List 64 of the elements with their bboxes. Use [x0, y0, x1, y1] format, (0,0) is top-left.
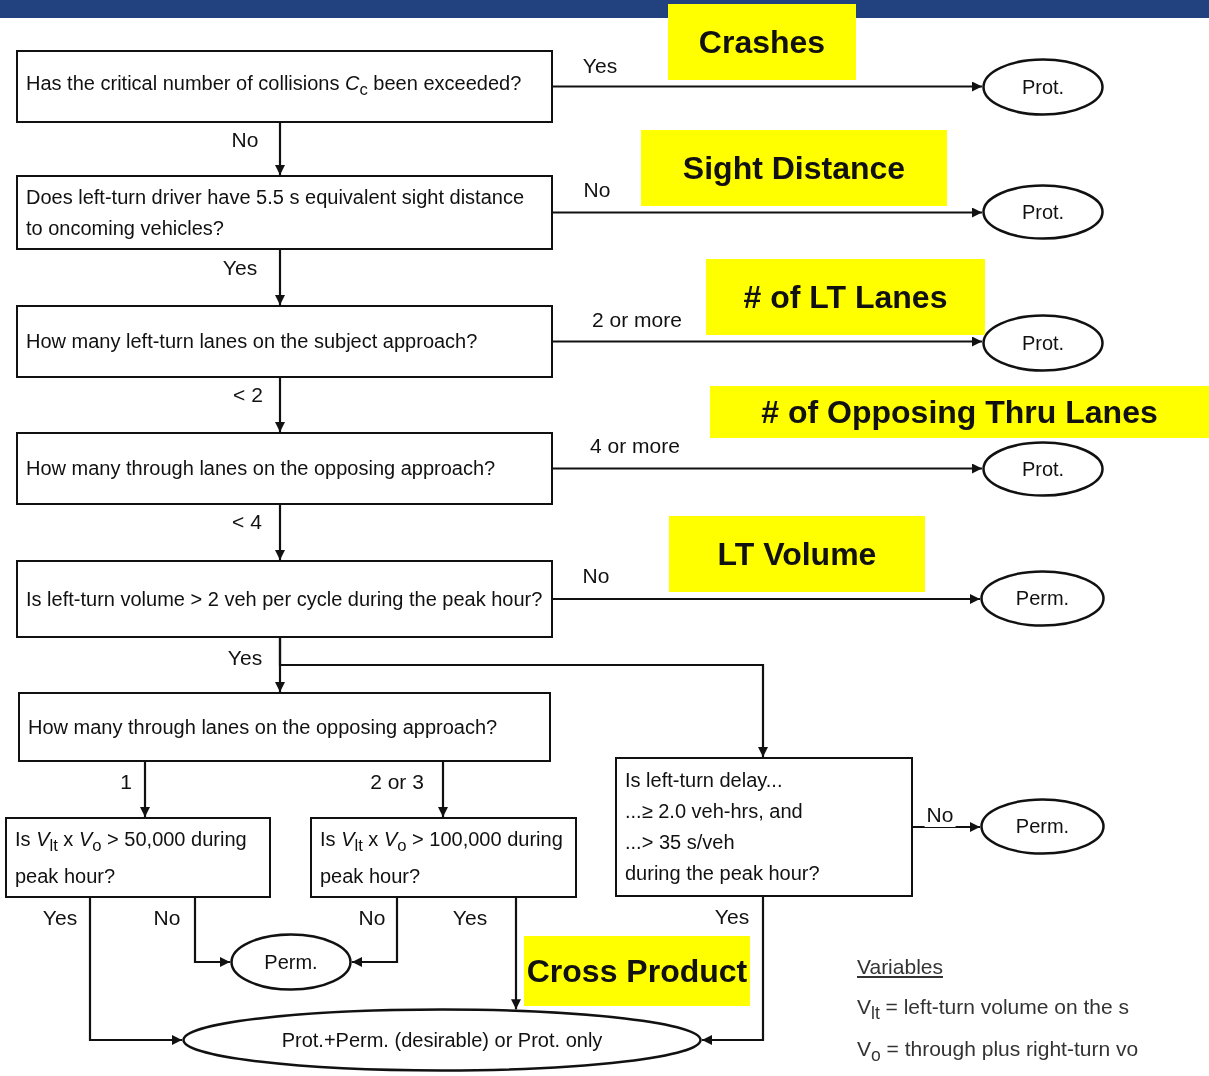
highlight-tag: # of Opposing Thru Lanes [710, 386, 1209, 438]
arrow [278, 638, 768, 757]
arrow [553, 81, 982, 92]
node-text: Prot. [1021, 330, 1065, 356]
node-text: Is left-turn delay... [625, 768, 784, 793]
arrow [553, 207, 982, 218]
node-text: How many through lanes on the opposing approach? [26, 456, 497, 481]
highlight-tag: Crashes [668, 4, 856, 80]
node-text: Has the critical number of collisions C$_{c}$ been exceeded? [26, 71, 523, 101]
arrow [275, 123, 285, 175]
node-text: Is left-turn volume > 2 veh per cycle during the peak hour? [26, 586, 543, 612]
node-text: Prot. [1021, 74, 1065, 100]
question-box [16, 305, 553, 378]
arrow [511, 898, 521, 1010]
question-box [16, 50, 553, 123]
outcome-ellipse [982, 184, 1104, 240]
node-text: How many left-turn lanes on the subject approach? [26, 329, 479, 354]
variable-definition: V$_{lt}$ = left-turn volume on the s [857, 995, 1129, 1025]
highlight-tag: Sight Distance [641, 130, 947, 206]
highlight-tag: # of LT Lanes [706, 259, 985, 335]
arrow [913, 822, 980, 832]
arrow [140, 762, 150, 817]
node-text: ...> 35 s/veh [625, 830, 736, 855]
node-text: during the peak hour? [625, 861, 821, 886]
legend-heading: Variables [857, 955, 943, 979]
question-box [310, 817, 577, 898]
node-text: How many through lanes on the opposing approach? [28, 714, 499, 740]
node-text: Perm. [1015, 814, 1070, 839]
highlight-tag: Cross Product [524, 936, 750, 1006]
question-box [16, 175, 553, 250]
node-text: Does left-turn driver have 5.5 s equivalent sight distance to oncoming vehicles? [26, 184, 526, 241]
arrow [275, 250, 285, 305]
arrow [193, 898, 230, 967]
node-text: Is V$_{lt}$ x V$_{o}$ > 100,000 during peak hour? [320, 826, 564, 889]
arrow [275, 378, 285, 432]
node-text: Prot.+Perm. (desirable) or Prot. only [281, 1027, 603, 1053]
arrow [88, 898, 182, 1045]
outcome-ellipse [982, 314, 1104, 372]
node-text: Perm. [1015, 586, 1070, 611]
outcome-ellipse [982, 441, 1104, 497]
question-box [16, 560, 553, 638]
outcome-ellipse [230, 933, 352, 991]
outcome-ellipse [980, 798, 1105, 855]
node-text: Prot. [1021, 199, 1065, 225]
question-box [18, 692, 551, 762]
outcome-ellipse [980, 570, 1105, 627]
outcome-ellipse [182, 1008, 702, 1072]
question-box [16, 432, 553, 505]
arrow [553, 336, 982, 347]
arrow [438, 762, 448, 817]
node-text: ...≥ 2.0 veh-hrs, and [625, 799, 804, 824]
arrow [702, 897, 765, 1045]
outcome-ellipse [982, 58, 1104, 116]
arrow [275, 505, 285, 560]
node-text: Prot. [1021, 456, 1065, 482]
highlight-tag: LT Volume [669, 516, 925, 592]
arrow [352, 898, 399, 967]
question-box [615, 757, 913, 897]
node-text: Perm. [264, 949, 318, 975]
arrow [553, 594, 980, 604]
arrow [553, 463, 982, 474]
question-box [5, 817, 271, 898]
variable-definition: V$_{o}$ = through plus right-turn vo [857, 1037, 1139, 1067]
node-text: Is V$_{lt}$ x V$_{o}$ > 50,000 during peak hour? [15, 826, 248, 889]
